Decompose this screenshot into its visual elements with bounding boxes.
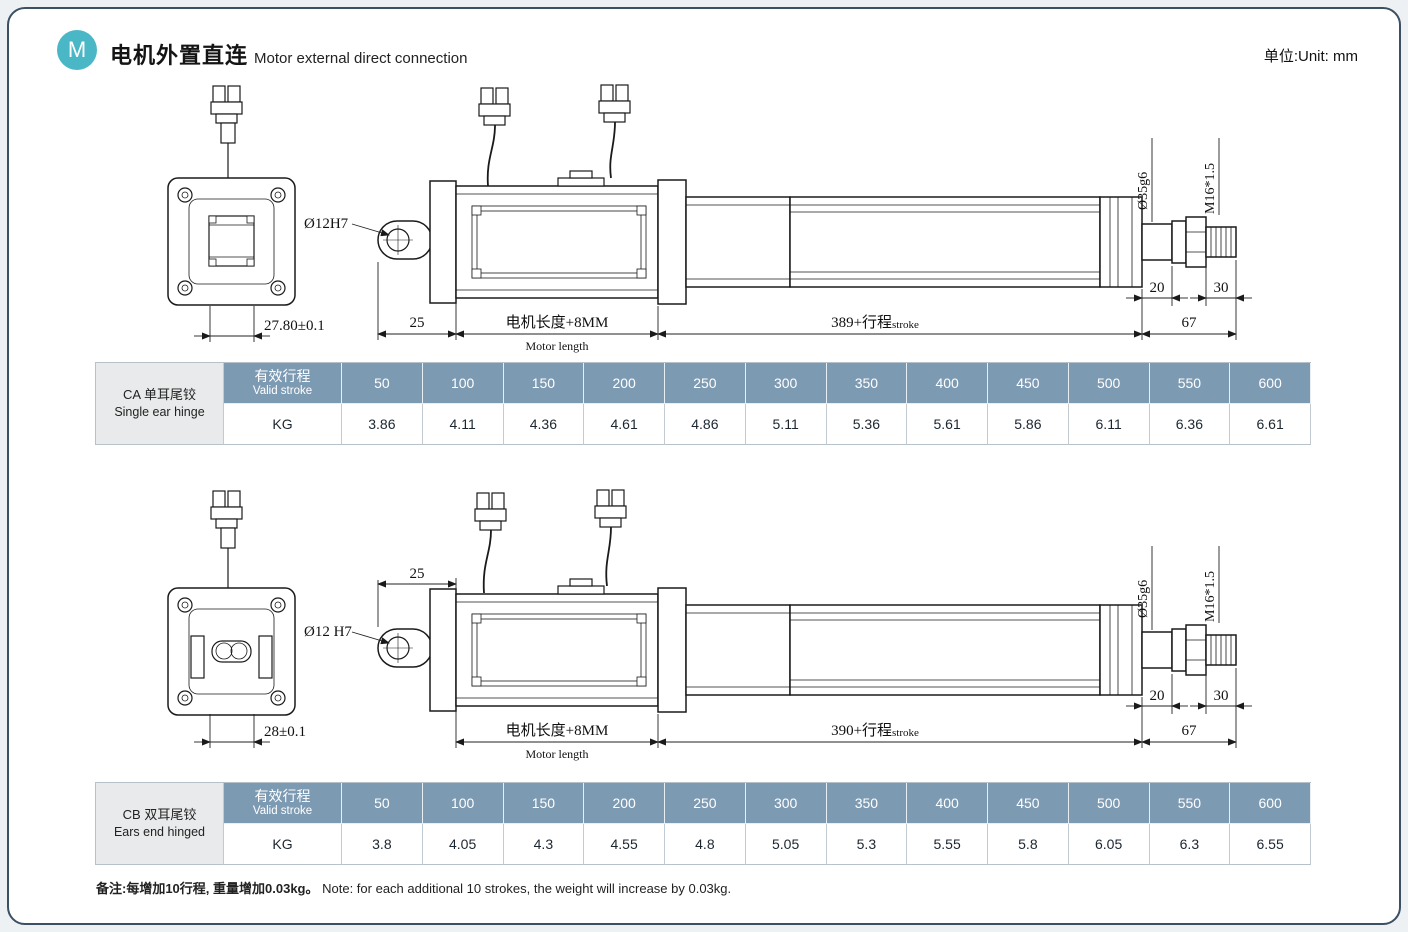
table2-valid-stroke-header: 有效行程 Valid stroke — [224, 783, 342, 824]
weight-value-cell: 5.61 — [907, 404, 988, 445]
stroke-header-cell: 400 — [907, 783, 988, 824]
stroke-header-cell: 150 — [503, 363, 585, 404]
weight-value-cell: 5.11 — [745, 404, 827, 445]
stroke-header-cell: 400 — [907, 363, 988, 404]
stroke-header-cell: 550 — [1149, 363, 1231, 404]
stroke-header-cell: 300 — [745, 783, 827, 824]
stroke-header-cell: 50 — [342, 783, 423, 824]
table1-kg-label: KG — [224, 404, 342, 445]
stroke-header-cell: 250 — [665, 363, 746, 404]
table1-valid-stroke-header: 有效行程 Valid stroke — [224, 363, 342, 404]
weight-value-cell: 4.36 — [503, 404, 585, 445]
stroke-header-cell: 600 — [1230, 363, 1311, 404]
stroke-header-cell: 350 — [826, 783, 908, 824]
stroke-header-cell: 150 — [503, 783, 585, 824]
table-ears-end-hinged: CB 双耳尾铰 Ears end hinged 有效行程 Valid strok… — [95, 782, 1311, 865]
page-title: 电机外置直连 Motor external direct connection — [110, 38, 467, 70]
weight-value-cell: 6.55 — [1230, 824, 1311, 865]
weight-value-cell: 6.36 — [1149, 404, 1231, 445]
weight-value-cell: 5.36 — [826, 404, 908, 445]
weight-value-cell: 4.05 — [422, 824, 504, 865]
weight-value-cell: 5.3 — [826, 824, 908, 865]
stroke-header-cell: 450 — [988, 783, 1069, 824]
weight-value-cell: 4.86 — [665, 404, 746, 445]
stroke-header-cell: 200 — [584, 783, 665, 824]
unit-label: 单位:Unit: mm — [1263, 48, 1358, 65]
table2-row-label: CB 双耳尾铰 Ears end hinged — [96, 783, 224, 865]
stroke-header-cell: 500 — [1068, 363, 1150, 404]
stroke-header-cell: 600 — [1230, 783, 1311, 824]
weight-value-cell: 6.3 — [1149, 824, 1231, 865]
weight-value-cell: 4.61 — [584, 404, 665, 445]
weight-value-cell: 6.05 — [1068, 824, 1150, 865]
weight-value-cell: 6.61 — [1230, 404, 1311, 445]
stroke-header-cell: 100 — [422, 783, 504, 824]
page-title-en: Motor external direct connection — [254, 50, 468, 67]
weight-value-cell: 4.11 — [422, 404, 504, 445]
table-single-ear-hinge: CA 单耳尾铰 Single ear hinge 有效行程 Valid stro… — [95, 362, 1311, 445]
stroke-header-cell: 450 — [988, 363, 1069, 404]
weight-value-cell: 4.55 — [584, 824, 665, 865]
weight-value-cell: 3.8 — [342, 824, 423, 865]
weight-value-cell: 4.3 — [503, 824, 585, 865]
stroke-header-cell: 300 — [745, 363, 827, 404]
stroke-header-cell: 50 — [342, 363, 423, 404]
weight-value-cell: 6.11 — [1068, 404, 1150, 445]
page-title-zh: 电机外置直连 — [110, 43, 249, 68]
weight-value-cell: 5.86 — [988, 404, 1069, 445]
stroke-header-cell: 200 — [584, 363, 665, 404]
stroke-header-cell: 350 — [826, 363, 908, 404]
stroke-header-cell: 100 — [422, 363, 504, 404]
weight-value-cell: 3.86 — [342, 404, 423, 445]
weight-value-cell: 4.8 — [665, 824, 746, 865]
footnote-en: Note: for each additional 10 strokes, th… — [322, 881, 732, 896]
weight-value-cell: 5.05 — [745, 824, 827, 865]
stroke-header-cell: 550 — [1149, 783, 1231, 824]
table1-row-label: CA 单耳尾铰 Single ear hinge — [96, 363, 224, 445]
footnote: 备注:每增加10行程, 重量增加0.03kg。 Note: for each a… — [96, 878, 731, 897]
section-badge: M — [57, 30, 97, 70]
weight-value-cell: 5.55 — [907, 824, 988, 865]
stroke-header-cell: 500 — [1068, 783, 1150, 824]
footnote-zh: 备注:每增加10行程, 重量增加0.03kg。 — [96, 881, 319, 896]
table2-kg-label: KG — [224, 824, 342, 865]
stroke-header-cell: 250 — [665, 783, 746, 824]
weight-value-cell: 5.8 — [988, 824, 1069, 865]
